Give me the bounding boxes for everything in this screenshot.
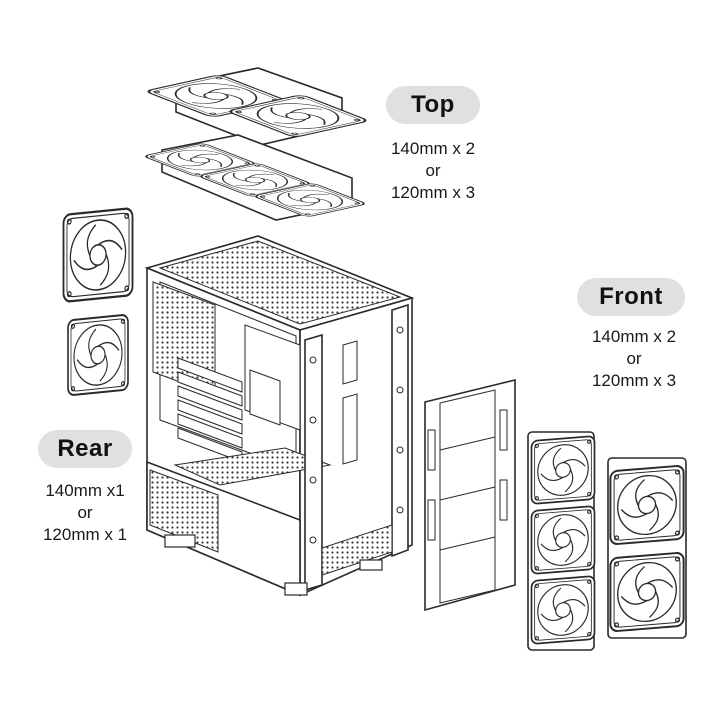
front-bracket-icon xyxy=(424,378,516,612)
front-fan-stack-140 xyxy=(607,457,687,639)
top-label: Top xyxy=(386,86,480,124)
fan-icon xyxy=(609,551,685,633)
rear-spec-line-2: or xyxy=(77,503,93,522)
front-spec: 140mm x 2 or 120mm x 3 xyxy=(574,326,694,392)
top-spec-line-1: 140mm x 2 xyxy=(390,139,476,158)
rear-fan-140 xyxy=(62,206,134,304)
pc-case-icon xyxy=(144,235,415,597)
rear-spec: 140mm x1 or 120mm x 1 xyxy=(25,480,145,546)
top-spec-line-3: 120mm x 3 xyxy=(390,183,476,202)
top-fan-bracket-140 xyxy=(143,67,371,146)
front-spec-line-1: 140mm x 2 xyxy=(591,327,677,346)
rear-spec-line-1: 140mm x1 xyxy=(45,481,125,500)
rear-spec-line-3: 120mm x 1 xyxy=(42,525,128,544)
fan-icon xyxy=(530,575,596,645)
rear-fan-120 xyxy=(66,313,130,397)
front-spec-line-3: 120mm x 3 xyxy=(591,371,677,390)
top-spec: 140mm x 2 or 120mm x 3 xyxy=(373,138,493,204)
front-fan-stack-120 xyxy=(527,431,596,651)
top-spec-line-2: or xyxy=(425,161,441,180)
top-fan-bracket-120 xyxy=(141,134,369,221)
fan-icon xyxy=(62,206,134,304)
front-label: Front xyxy=(577,278,685,316)
fan-icon xyxy=(530,435,596,505)
fan-icon xyxy=(609,464,685,546)
fan-icon xyxy=(66,313,130,397)
fan-icon xyxy=(530,505,596,575)
rear-label: Rear xyxy=(38,430,132,468)
front-spec-line-2: or xyxy=(626,349,642,368)
